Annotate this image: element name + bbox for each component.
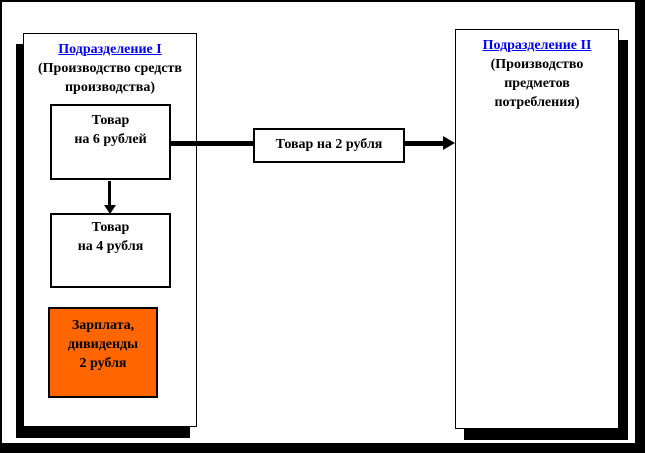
- down-arrow-icon: [104, 205, 116, 214]
- division2-title-link[interactable]: Подразделение II: [482, 38, 592, 53]
- goods-4-rubles-box: Товар на 4 рубля: [50, 213, 171, 288]
- right-arrow-icon: [443, 136, 455, 150]
- division2-subtitle: (Производство предметов потребления): [490, 57, 584, 110]
- division2-box: Подразделение II (Производство предметов…: [455, 29, 619, 429]
- salary-dividends-box: Зарплата, дивиденды 2 рубля: [48, 307, 158, 398]
- down-arrow-shaft: [108, 181, 111, 207]
- goods-6-rubles-box: Товар на 6 рублей: [50, 104, 171, 180]
- goods-2-rubles-label-box: Товар на 2 рубля: [253, 128, 405, 163]
- division1-subtitle: (Производство средств производства): [38, 61, 182, 95]
- division1-title-link[interactable]: Подразделение I: [58, 42, 162, 57]
